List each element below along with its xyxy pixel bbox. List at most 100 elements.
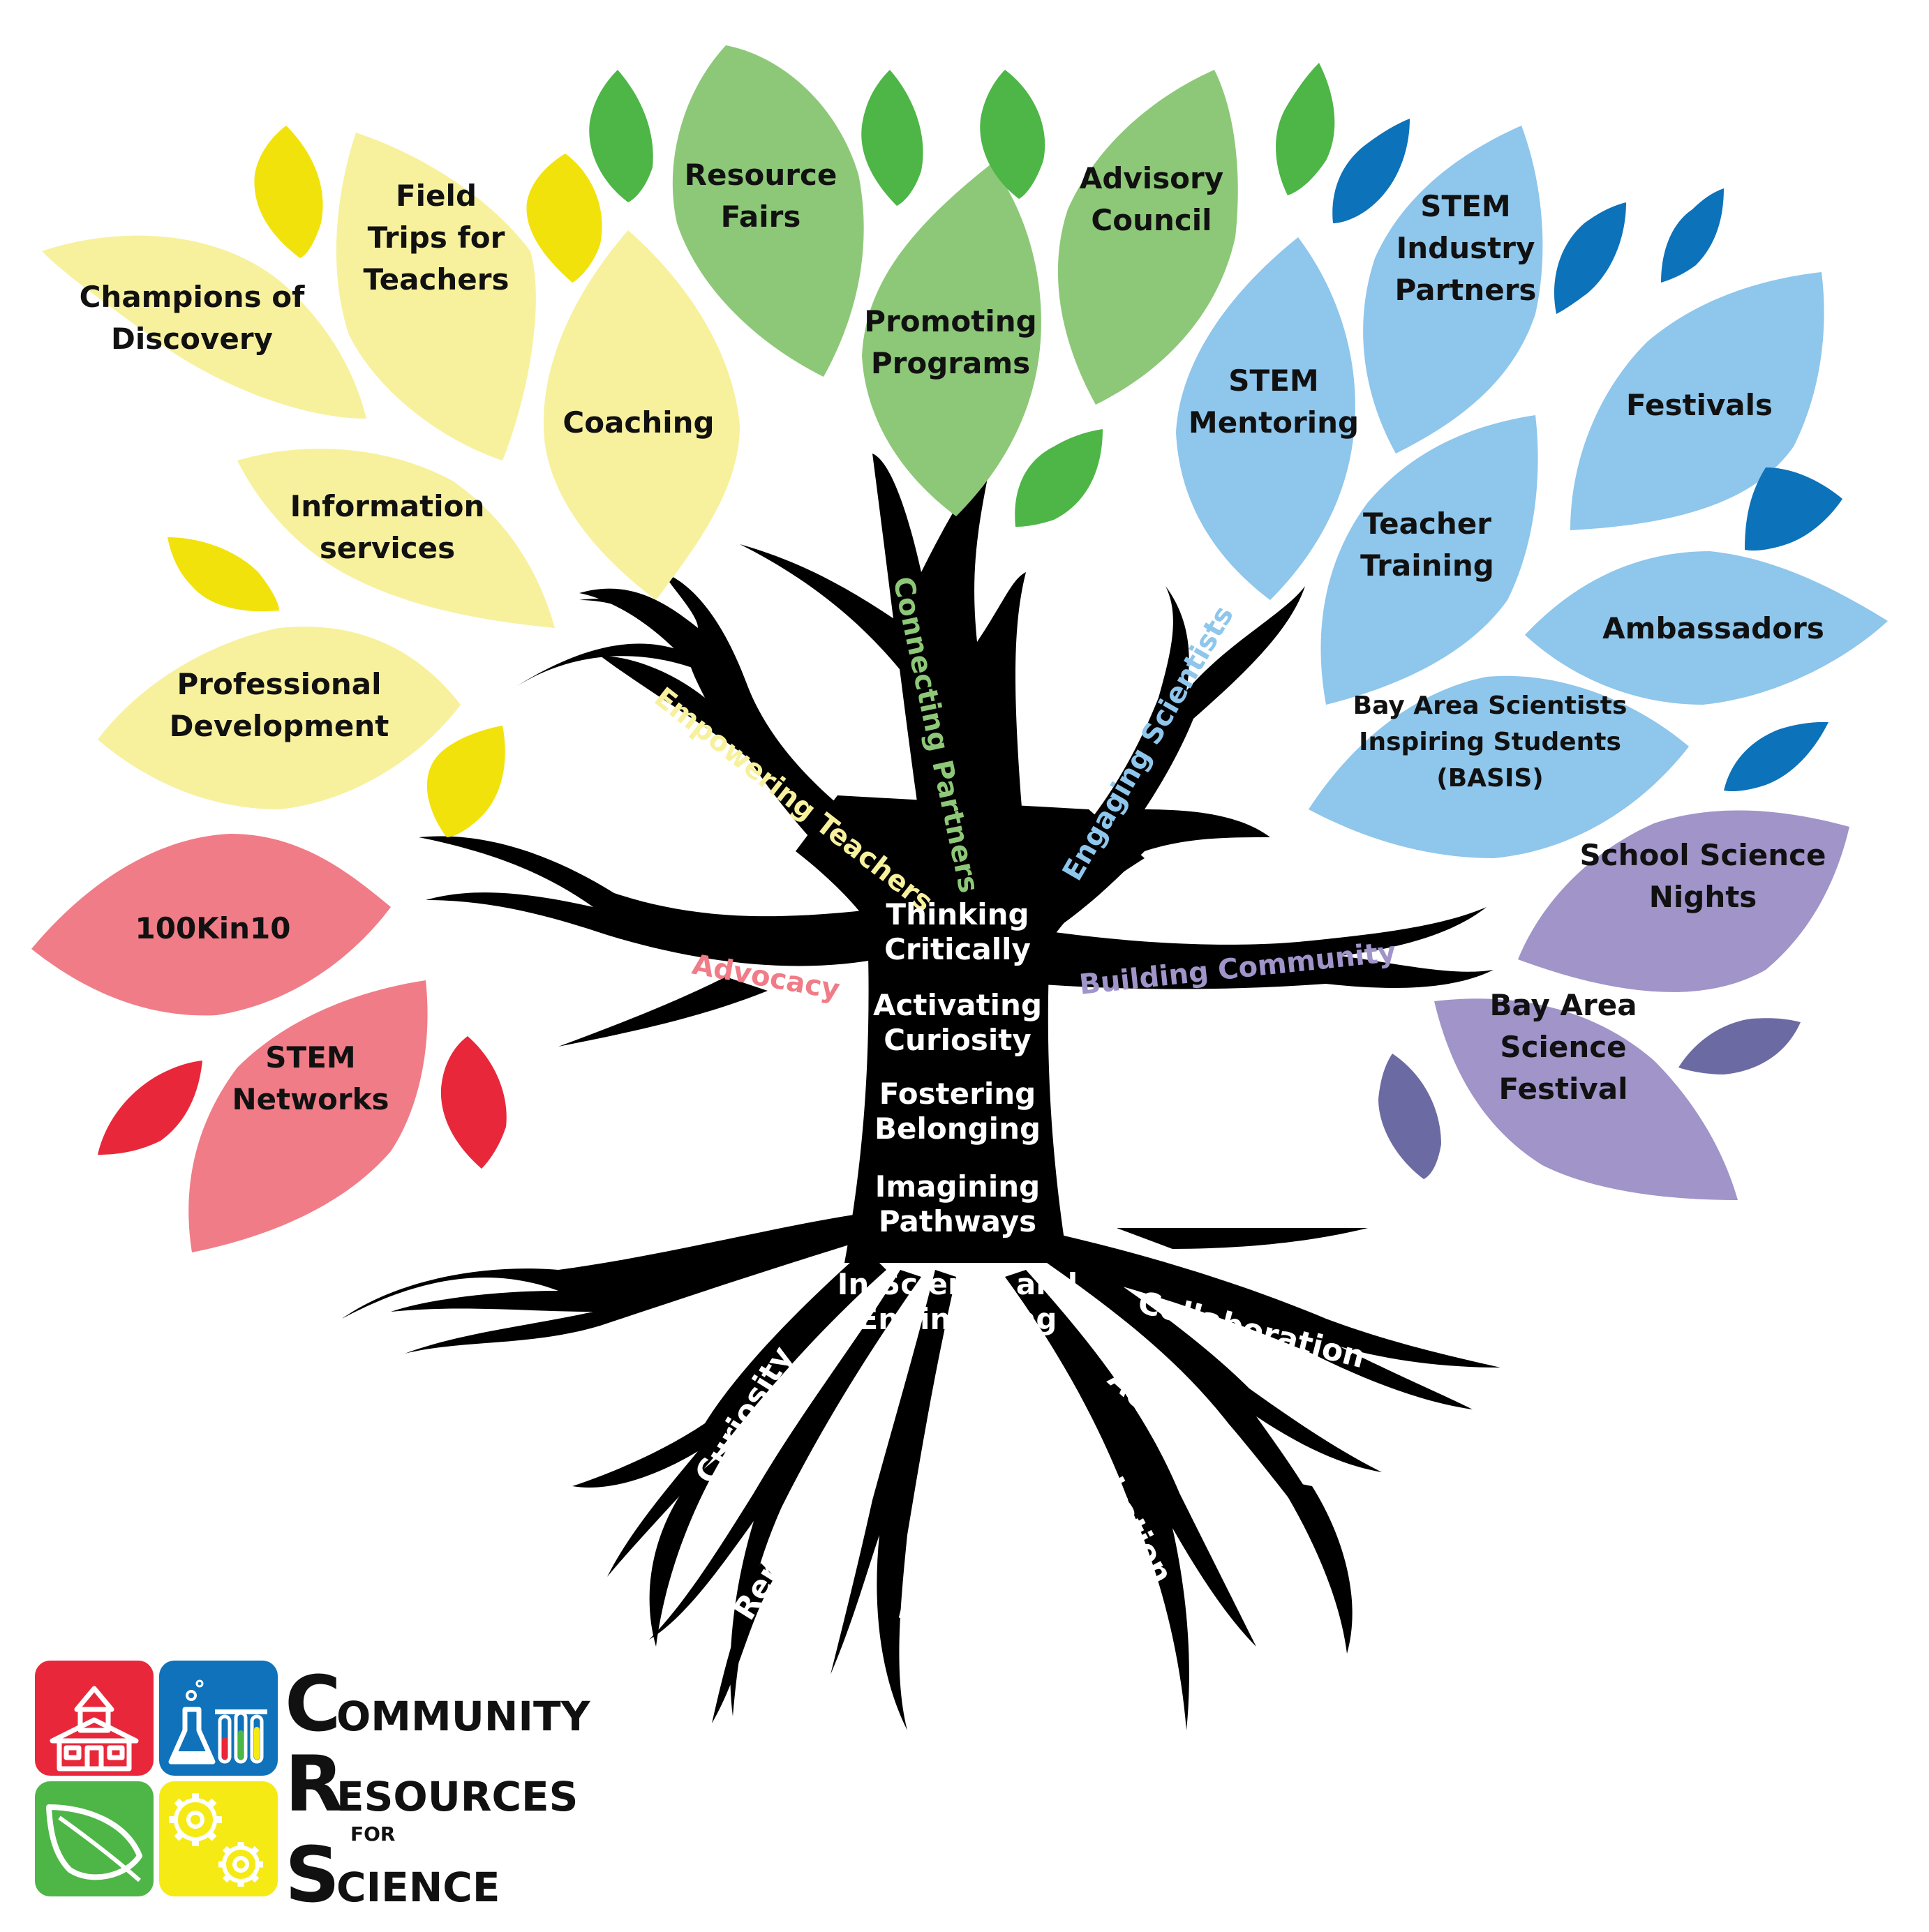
leaf-accent-red-1: [98, 1061, 202, 1155]
leaf-label-line: Field: [396, 179, 477, 213]
leaf-group-green: [589, 45, 1335, 527]
leaf-information: [237, 449, 555, 628]
leaf-label-festivals: Festivals: [1626, 388, 1773, 422]
leaf-icon: [46, 1804, 142, 1882]
leaf-label-k100: 100Kin10: [135, 911, 291, 945]
leaf-accent-green-3: [980, 70, 1045, 199]
leaf-advisory: [1057, 70, 1238, 405]
leaf-group-yellow: [42, 126, 740, 837]
crs-logo: C OMMUNITY R ESOURCES FOR S CIENCE: [35, 1659, 591, 1919]
logo-word-science-initial: S: [285, 1830, 340, 1919]
leaf-label-ambassadors: Ambassadors: [1602, 611, 1824, 645]
leaf-accent-yellow-3: [167, 537, 279, 612]
leaf-label-stem-networks: STEM Networks: [232, 1040, 389, 1116]
leaf-label-line: Mentoring: [1189, 405, 1359, 440]
leaf-label-line: Trips for: [368, 220, 505, 255]
leaf-label-line: Training: [1360, 548, 1494, 583]
leaf-professional: [98, 627, 461, 809]
leaf-label-line: Festival: [1498, 1072, 1628, 1106]
leaf-school-science: [1518, 810, 1849, 992]
leaf-label-line: Bay Area: [1489, 988, 1637, 1022]
leaf-label-stem-mentoring: STEM Mentoring: [1189, 364, 1359, 440]
leaf-resource-fairs: [672, 45, 864, 377]
leaf-label-line: services: [320, 531, 455, 565]
logo-tile-blue: [159, 1661, 278, 1776]
leaf-ambassadors: [1525, 551, 1888, 705]
leaf-accent-purple-1: [1678, 1018, 1801, 1074]
leaf-champions: [42, 235, 366, 419]
leaf-teacher-training: [1320, 415, 1538, 705]
trunk-label-line: Curiosity: [884, 1023, 1031, 1057]
leaf-100kin10: [31, 834, 391, 1016]
leaf-label-line: STEM: [265, 1040, 355, 1074]
tree-silhouette: [342, 454, 1500, 1730]
trunk-label-line: Activating: [873, 988, 1042, 1022]
logo-word-community-initial: C: [285, 1659, 341, 1748]
leaf-label-line: Festivals: [1626, 388, 1773, 422]
leaf-label-line: Coaching: [563, 405, 714, 440]
leaf-label-line: Science: [1500, 1030, 1626, 1064]
leaf-label-line: (BASIS): [1436, 764, 1543, 793]
trunk-label-line: In Science and: [837, 1267, 1078, 1301]
leaf-coaching: [543, 230, 740, 600]
leaf-accent-blue-1: [1332, 119, 1410, 223]
leaf-label-line: Promoting: [864, 304, 1036, 338]
logo-word-for: FOR: [350, 1822, 396, 1845]
leaf-accent-yellow-1: [254, 126, 323, 258]
leaf-accent-purple-2: [1378, 1054, 1441, 1179]
leaf-group-red: [31, 834, 507, 1252]
leaf-accent-yellow-4: [426, 726, 505, 837]
leaf-accent-green-4: [1276, 63, 1335, 195]
leaf-accent-blue-4: [1745, 467, 1842, 551]
leaf-stem-mentoring: [1176, 237, 1355, 600]
leaf-label-line: Bay Area Scientists: [1353, 691, 1628, 720]
leaf-accent-green-2: [861, 70, 923, 206]
logo-word-resources-rest: ESOURCES: [336, 1773, 578, 1820]
trunk-label-line: Pathways: [879, 1204, 1036, 1238]
leaf-accent-blue-5: [1724, 721, 1829, 792]
leaf-label-line: Fairs: [721, 200, 801, 234]
leaf-label-line: Information: [290, 489, 485, 523]
leaf-label-line: Teacher: [1363, 507, 1491, 541]
leaf-label-line: Professional: [177, 667, 382, 701]
leaf-accent-green-1: [589, 70, 653, 202]
lab-flask-icon: [168, 1679, 267, 1765]
trunk-label-line: Belonging: [874, 1111, 1041, 1146]
trunk-label-line: Engineering: [858, 1302, 1057, 1336]
leaf-label-line: School Science: [1579, 838, 1826, 872]
leaf-label-line: Development: [170, 709, 389, 743]
leaf-label-line: Networks: [232, 1082, 389, 1116]
leaf-stem-networks: [188, 980, 428, 1252]
leaf-label-line: Resource: [685, 158, 837, 192]
leaf-label-line: STEM: [1228, 364, 1318, 398]
leaf-group-blue: [1176, 119, 1888, 858]
gears-icon: [169, 1793, 263, 1887]
leaf-label-line: Partners: [1395, 273, 1537, 307]
leaf-stem-industry: [1363, 126, 1543, 454]
trunk-label-line: Critically: [884, 932, 1031, 966]
leaf-field-trips: [336, 133, 536, 460]
leaf-accent-red-2: [440, 1036, 507, 1169]
trunk-label-line: Fostering: [879, 1077, 1036, 1111]
logo-word-science-rest: CIENCE: [336, 1864, 500, 1911]
trunk-label-line: Imagining: [875, 1169, 1040, 1204]
